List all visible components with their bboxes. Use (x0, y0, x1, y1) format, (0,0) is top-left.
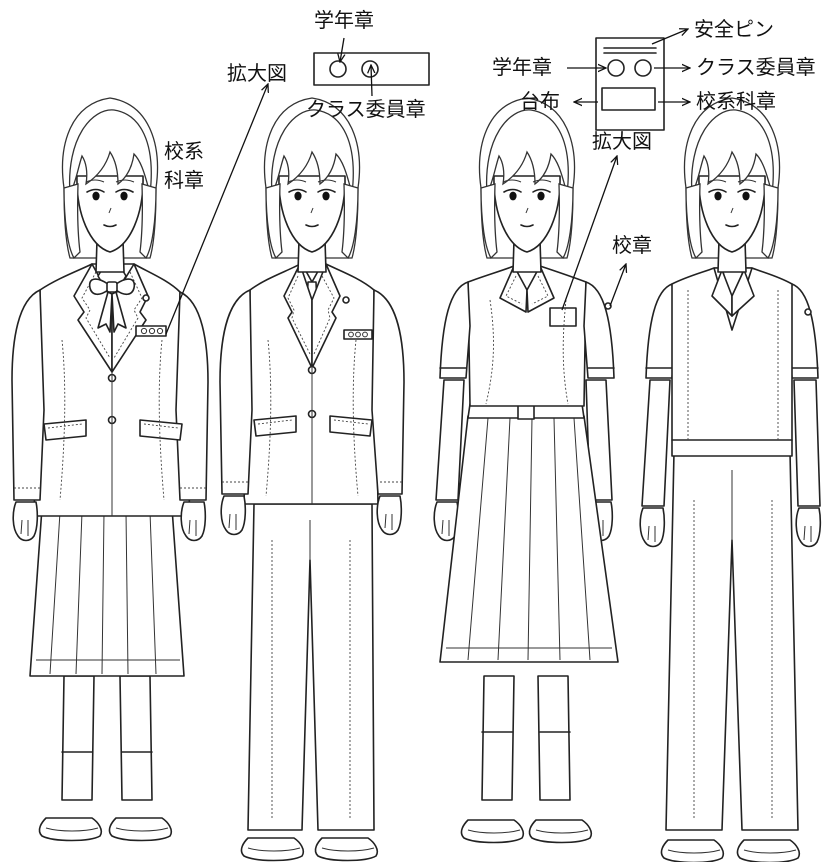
label-school-badge: 校章 (612, 233, 652, 257)
figure-blazer-ribbon-skirt (11, 97, 209, 842)
label-class-committee-badge-2: クラス委員章 (696, 55, 816, 79)
label-enlarged-view-1: 拡大図 (227, 61, 287, 85)
label-department-badge-2: 校系科章 (696, 89, 776, 113)
label-grade-badge-1: 学年章 (314, 8, 374, 32)
enlarged-badge-backing (595, 37, 665, 131)
figure-summer-blouse-skirt (433, 97, 619, 844)
label-grade-badge-2: 学年章 (492, 55, 552, 79)
label-class-committee-badge-1: クラス委員章 (306, 97, 426, 121)
figure-summer-vest-slacks (639, 97, 822, 862)
label-department-badge-line2: 科章 (164, 168, 204, 192)
figure-blazer-necktie-slacks (219, 97, 405, 862)
label-department-badge-line1: 校系 (164, 139, 204, 163)
label-enlarged-view-2: 拡大図 (592, 129, 652, 153)
label-safety-pin: 安全ピン (694, 17, 774, 41)
label-backing-cloth: 台布 (520, 89, 560, 113)
